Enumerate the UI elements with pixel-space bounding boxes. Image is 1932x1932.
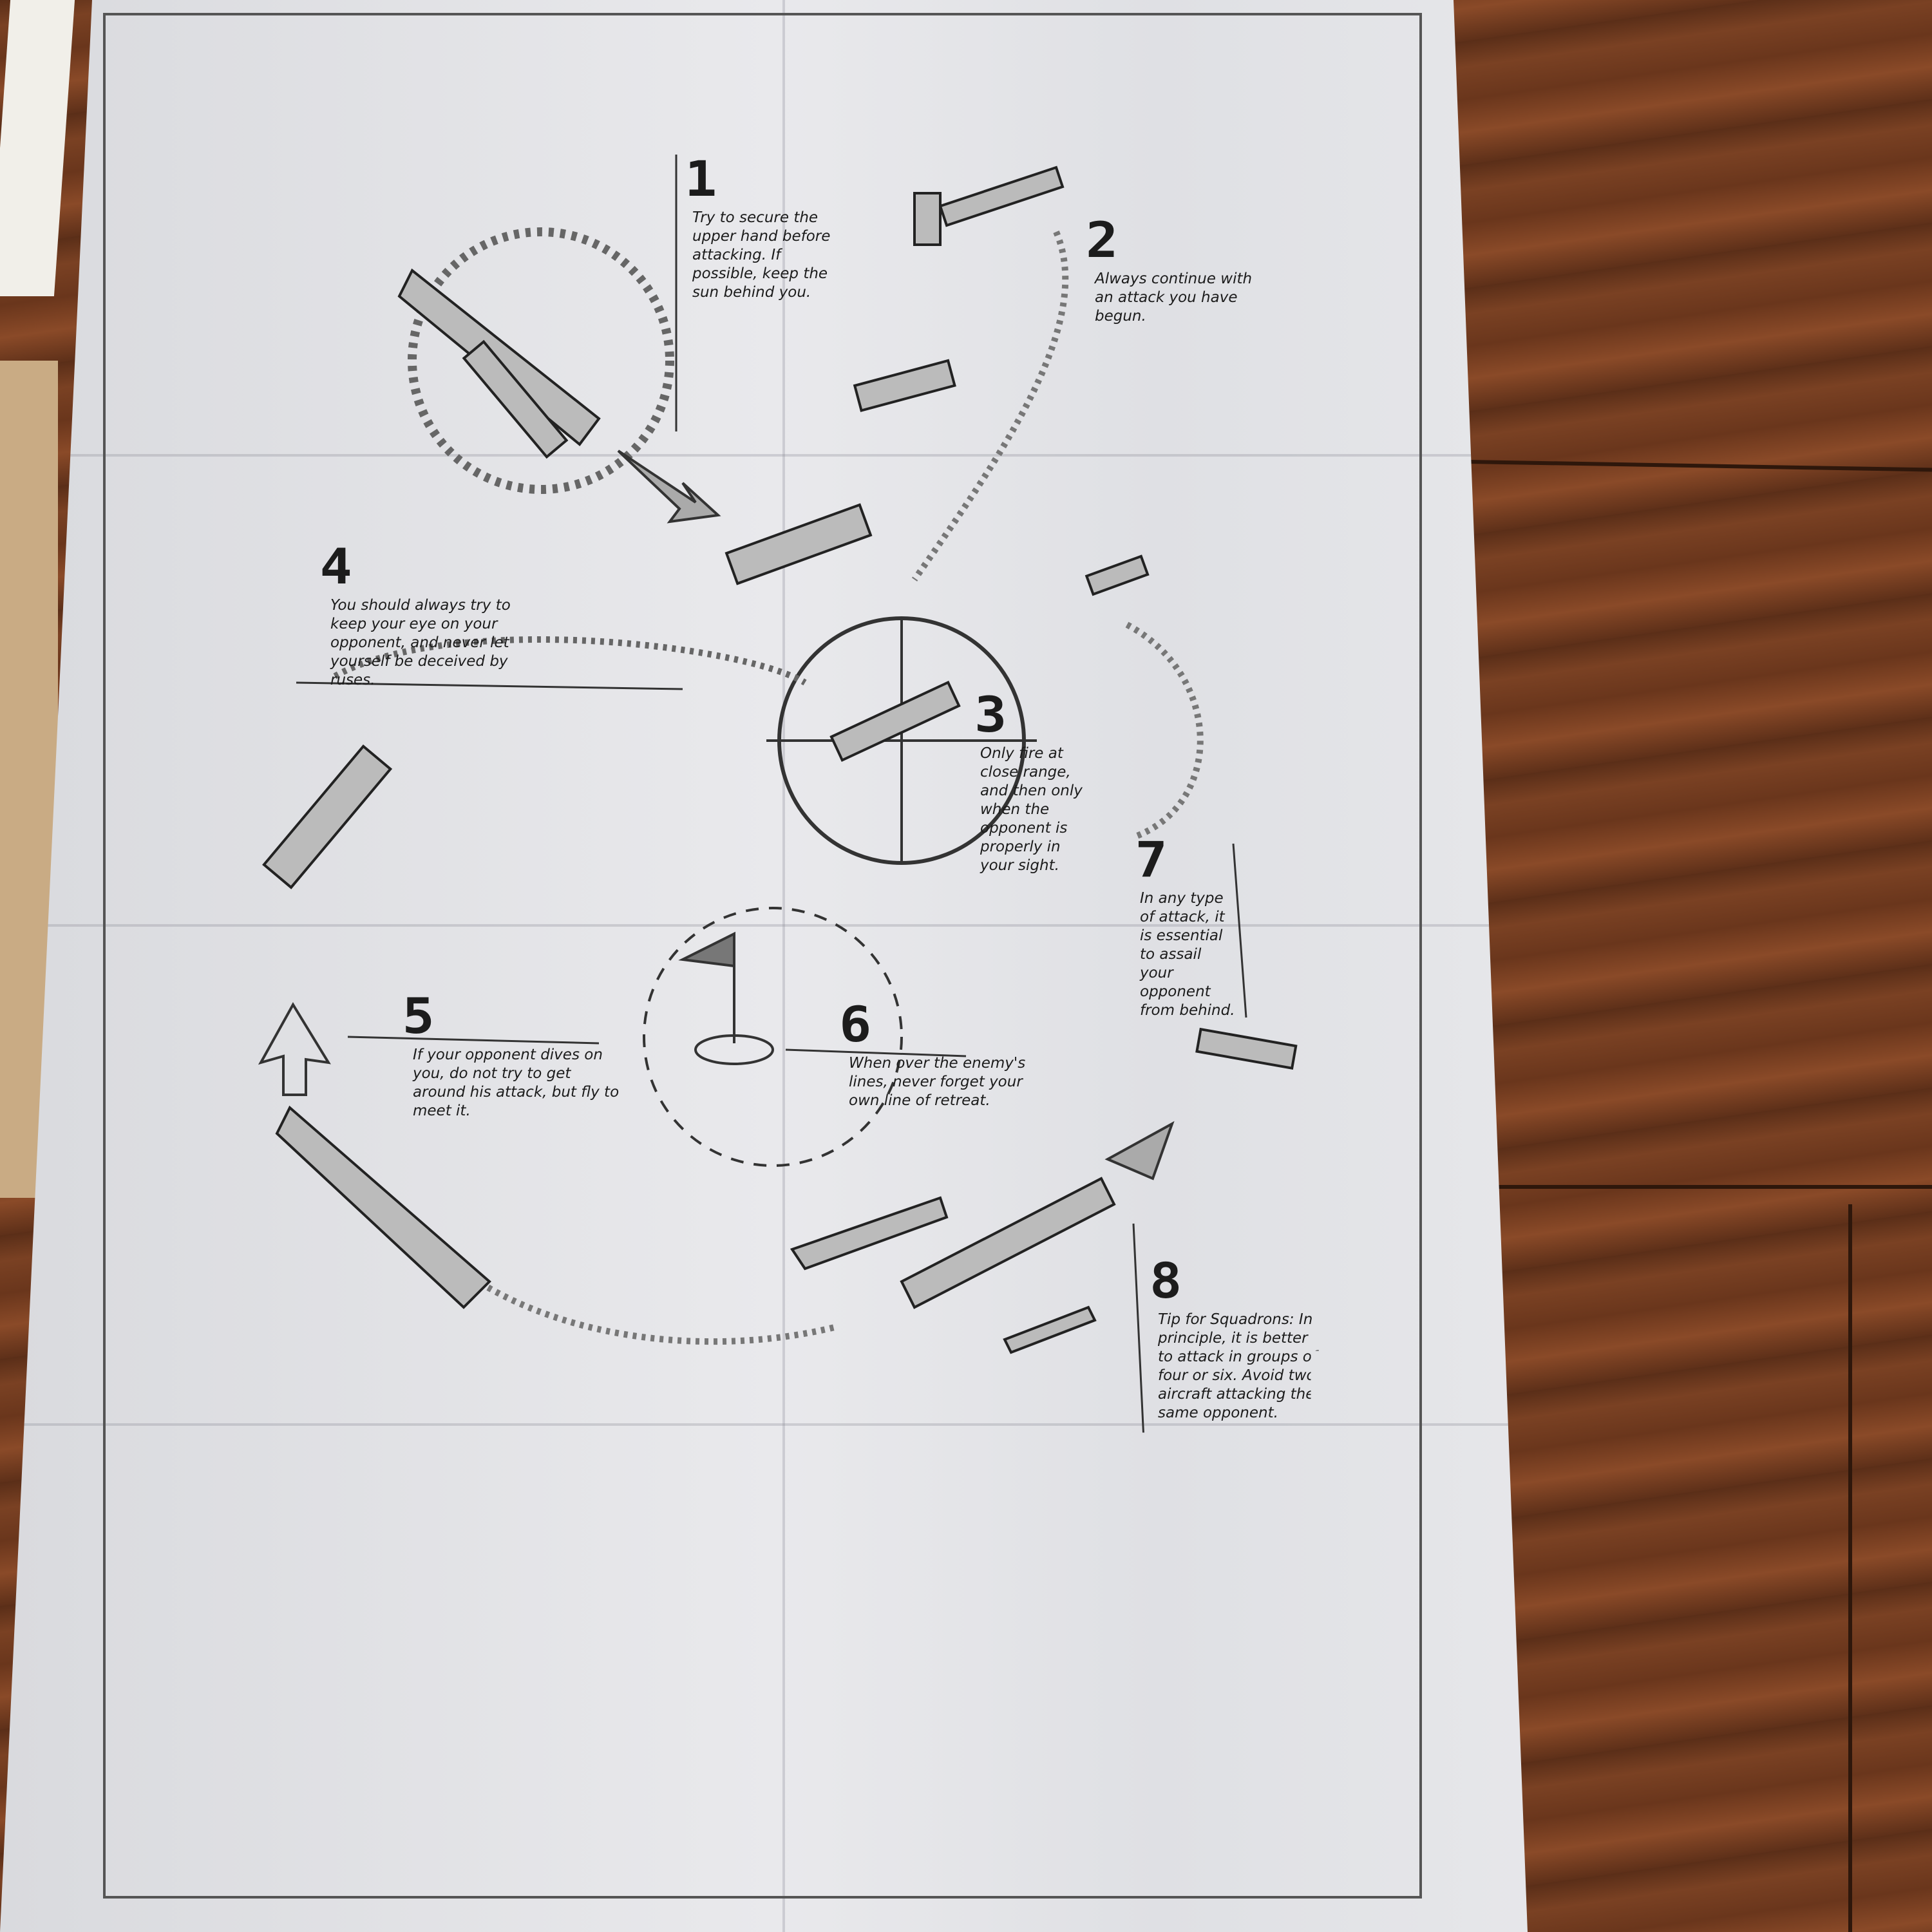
biplane-icon <box>1197 1029 1296 1068</box>
monoplane-icon <box>902 1179 1114 1307</box>
rule-7: 7 In any type of attack, it is essential… <box>1140 835 1236 1020</box>
intro-box: The Dicta Boelcke consists of the follow… <box>429 1515 1108 1782</box>
monoplane-icon <box>792 1198 947 1269</box>
biplane-icon <box>855 361 954 410</box>
flight-path <box>451 1262 837 1341</box>
rule-number: 6 <box>839 1000 1052 1049</box>
arrow-icon <box>1108 1124 1172 1179</box>
biplane-icon <box>1086 556 1148 594</box>
biplane-icon <box>264 746 390 887</box>
rule-1: 1 Try to secure the upper hand before at… <box>692 155 847 302</box>
rule-number: 2 <box>1086 216 1284 265</box>
arrow-up-icon <box>261 1005 328 1095</box>
biplane-icon <box>940 167 1063 225</box>
rule-number: 7 <box>1135 835 1242 884</box>
flag-icon <box>683 934 734 1043</box>
rule-text: Tip for Squadrons: In principle, it is b… <box>1158 1311 1325 1423</box>
rule-text: Only fire at close range, and then only … <box>980 744 1096 875</box>
rule-number: 3 <box>974 690 1102 739</box>
rule-number: 4 <box>320 542 554 591</box>
rule-2: 2 Always continue with an attack you hav… <box>1095 216 1275 326</box>
rule-8: 8 Tip for Squadrons: In principle, it is… <box>1158 1256 1325 1423</box>
rule-6: 6 When over the enemy's lines, never for… <box>849 1000 1042 1110</box>
rule-4: 4 You should always try to keep your eye… <box>330 542 543 690</box>
rule-text: Always continue with an attack you have … <box>1095 270 1275 326</box>
background-card <box>0 0 75 296</box>
biplane-icon <box>399 270 599 444</box>
poster-title: The Dicta Boelcke consists of the follow… <box>430 1562 1106 1636</box>
flight-path <box>1127 625 1200 837</box>
summary-paragraph: Oswald Boelcke formulated a list of fund… <box>495 1720 1042 1754</box>
rule-number: 1 <box>685 155 855 204</box>
rule-text: When over the enemy's lines, never forge… <box>849 1054 1042 1110</box>
rule-text: In any type of attack, it is essential t… <box>1140 889 1236 1020</box>
biplane-icon <box>726 505 871 583</box>
monoplane-icon <box>277 1108 489 1307</box>
flight-path <box>914 232 1065 580</box>
rule-text: If your opponent dives on you, do not tr… <box>413 1046 625 1121</box>
rule-5: 5 If your opponent dives on you, do not … <box>413 992 625 1121</box>
rule-number: 8 <box>1150 1256 1334 1305</box>
floor-board-seam <box>1449 459 1932 471</box>
title-line-1: The Dicta Boelcke consists <box>430 1562 1106 1599</box>
title-line-2: of the following 8 rules <box>430 1599 1106 1636</box>
rule-3: 3 Only fire at close range, and then onl… <box>980 690 1096 875</box>
biplane-icon <box>831 683 959 761</box>
arrow-icon <box>618 451 718 522</box>
bio-paragraph: Oswald Boelcke (19 May 1891 - 28 October… <box>495 1653 1042 1703</box>
floor-board-seam <box>1481 1185 1932 1189</box>
rule-text: You should always try to keep your eye o… <box>330 596 543 690</box>
monoplane-icon <box>1005 1307 1095 1352</box>
floor-board-seam <box>1848 1204 1852 1932</box>
rule-text: Try to secure the upper hand before atta… <box>692 209 847 302</box>
rule-number: 5 <box>402 992 636 1041</box>
